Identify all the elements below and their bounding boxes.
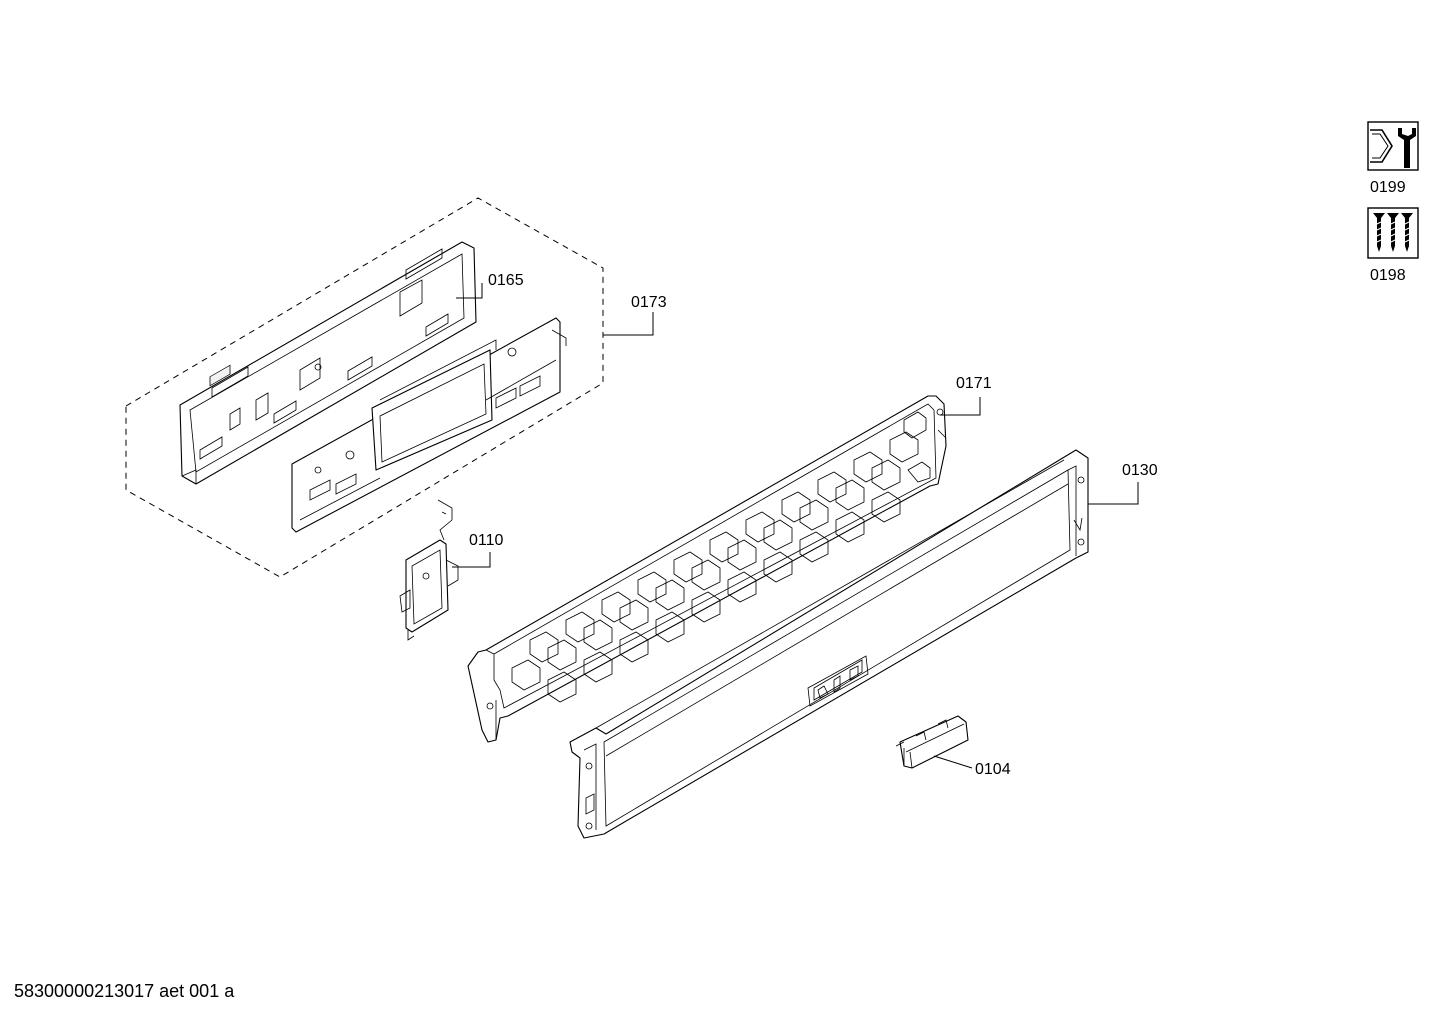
- part-0171-honeycomb-panel: [467, 395, 947, 743]
- part-0110-module: [399, 499, 459, 641]
- callout-0173: 0173: [631, 294, 667, 311]
- tool-label-0199: 0199: [1370, 179, 1406, 196]
- callout-leader-0165: [456, 283, 483, 299]
- assembly-boundary-0173: [125, 197, 604, 578]
- part-0173-board: [291, 317, 567, 533]
- callout-leader-0171: [940, 397, 981, 416]
- callout-0171: 0171: [956, 375, 992, 392]
- screws-icon: [1367, 207, 1419, 259]
- callout-leader-0130: [1088, 482, 1139, 505]
- callout-leader-0110: [452, 552, 491, 568]
- callout-leader-0104: [933, 755, 973, 769]
- part-0104-cap: [895, 715, 969, 769]
- document-code: 58300000213017 aet 001 a: [14, 981, 235, 1001]
- part-0165-frame: [179, 241, 477, 485]
- callout-leader-0173: [603, 312, 654, 336]
- callout-0104: 0104: [975, 761, 1011, 778]
- wrench-icon: [1367, 121, 1419, 171]
- callout-0130: 0130: [1122, 462, 1158, 479]
- callout-0110: 0110: [469, 532, 504, 549]
- part-0130-front-panel: [569, 449, 1089, 839]
- tool-label-0198: 0198: [1370, 267, 1406, 284]
- callout-0165: 0165: [488, 272, 524, 289]
